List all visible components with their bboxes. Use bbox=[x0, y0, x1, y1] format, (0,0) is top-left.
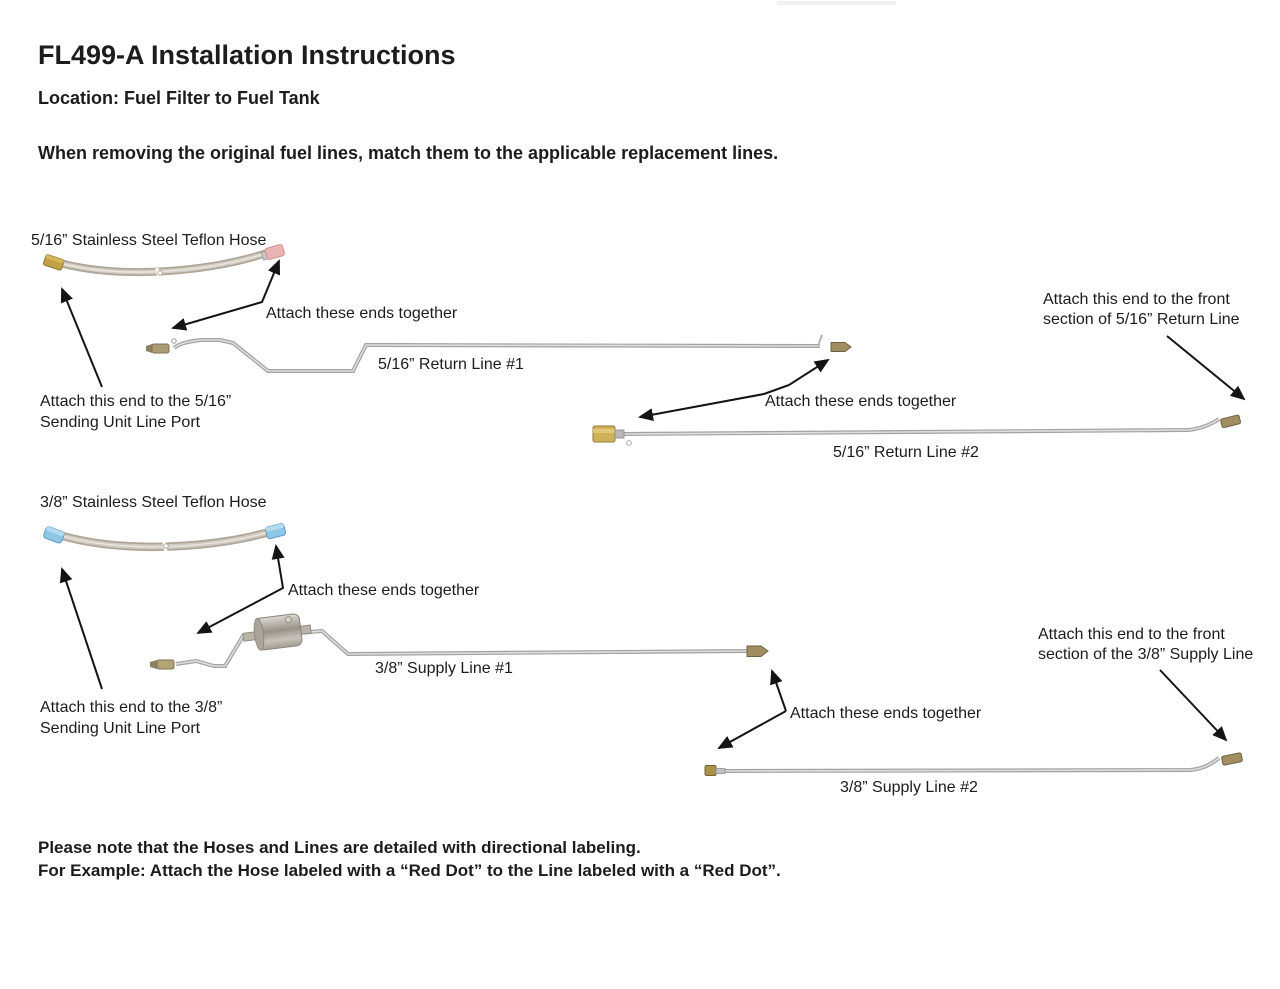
hose-516-gap-ring bbox=[157, 270, 163, 276]
return-line-2-brass-highlight bbox=[593, 429, 615, 433]
return-line-2-nub bbox=[614, 429, 625, 439]
attach-front-38-line1: Attach this end to the front bbox=[1038, 626, 1225, 643]
note-line-2: For Example: Attach the Hose labeled wit… bbox=[38, 861, 781, 880]
attach-sending-516-line2: Sending Unit Line Port bbox=[40, 414, 201, 431]
arrow-front-38 bbox=[1159, 669, 1228, 742]
hose-38-label: 3/8” Stainless Steel Teflon Hose bbox=[40, 494, 267, 511]
return-line-1-label: 5/16” Return Line #1 bbox=[378, 356, 524, 373]
supply-line-1-left-tip bbox=[150, 660, 157, 669]
attach-ends-hose-38-label: Attach these ends together bbox=[288, 582, 480, 599]
supply-line-1-right-fitting bbox=[746, 645, 769, 657]
attach-front-516-label: Attach this end to the front section of … bbox=[1043, 290, 1240, 330]
hose-38-blue-fitting-right bbox=[264, 523, 287, 540]
supply-line-1-label: 3/8” Supply Line #1 bbox=[375, 660, 513, 677]
return-line-1-left-fitting bbox=[151, 343, 170, 354]
attach-front-516-line1: Attach this end to the front bbox=[1043, 291, 1230, 308]
hose-38-blue-fitting-left bbox=[43, 526, 65, 544]
return-line-2-label: 5/16” Return Line #2 bbox=[833, 444, 979, 461]
supply-line-2-label: 3/8” Supply Line #2 bbox=[840, 779, 978, 796]
attach-front-38-label: Attach this end to the front section of … bbox=[1038, 625, 1253, 665]
attach-sending-38-line2: Sending Unit Line Port bbox=[40, 720, 201, 737]
attach-front-38-line2: section of the 3/8” Supply Line bbox=[1038, 646, 1254, 663]
return-line-1-left-tip bbox=[146, 344, 152, 353]
attach-sending-516-line1: Attach this end to the 5/16” bbox=[40, 393, 232, 410]
supply-line-2-right-fitting bbox=[1221, 752, 1243, 766]
hose-516-label: 5/16” Stainless Steel Teflon Hose bbox=[31, 232, 267, 249]
intro-line: When removing the original fuel lines, m… bbox=[38, 143, 779, 163]
arrow-attach-ends-lines-38-up bbox=[770, 669, 787, 712]
return-line-2-brass-fitting bbox=[592, 425, 616, 443]
arrow-attach-ends-lines-516-down bbox=[638, 384, 790, 422]
supply-line-2-left-fitting bbox=[704, 765, 717, 776]
return-line-1-washer bbox=[171, 338, 177, 344]
attach-sending-516-label: Attach this end to the 5/16” Sending Uni… bbox=[40, 391, 231, 433]
attach-sending-38-line1: Attach this end to the 3/8” bbox=[40, 699, 223, 716]
return-line-1-end-hook bbox=[817, 334, 823, 347]
scan-artifact-bar bbox=[777, 1, 896, 5]
note-line-1: Please note that the Hoses and Lines are… bbox=[38, 838, 641, 857]
hose-516-brass-fitting bbox=[42, 254, 65, 271]
return-line-2-washer bbox=[626, 440, 632, 446]
attach-ends-hose-516-label: Attach these ends together bbox=[266, 305, 458, 322]
supply-line-1-left-fitting bbox=[156, 659, 175, 670]
arrow-attach-ends-hose-516 bbox=[171, 259, 281, 331]
attach-front-516-line2: section of 5/16” Return Line bbox=[1043, 311, 1240, 328]
arrow-attach-ends-lines-516-up bbox=[788, 358, 830, 386]
hose-516-graphic bbox=[42, 244, 285, 281]
return-line-2-right-fitting bbox=[1220, 414, 1241, 429]
arrow-sending-38 bbox=[59, 567, 103, 690]
attach-sending-38-label: Attach this end to the 3/8” Sending Unit… bbox=[40, 697, 222, 739]
arrow-front-516 bbox=[1166, 335, 1246, 401]
return-line-2-graphic bbox=[592, 414, 1241, 446]
supply-line-2-nub bbox=[715, 768, 726, 774]
location-line: Location: Fuel Filter to Fuel Tank bbox=[38, 88, 320, 108]
arrow-attach-ends-hose-38 bbox=[196, 544, 285, 634]
return-line-1-right-fitting bbox=[830, 342, 852, 352]
supply-line-2-graphic bbox=[704, 752, 1243, 776]
attach-ends-lines-516-label: Attach these ends together bbox=[765, 393, 957, 410]
hose-38-gap-ring bbox=[163, 543, 169, 549]
hose-38-graphic bbox=[43, 523, 287, 554]
return-line-1-graphic bbox=[146, 334, 852, 373]
arrow-attach-ends-lines-38-down bbox=[717, 710, 787, 749]
attach-ends-lines-38-label: Attach these ends together bbox=[790, 705, 982, 722]
page-title: FL499-A Installation Instructions bbox=[38, 40, 456, 70]
arrow-sending-516 bbox=[60, 287, 103, 388]
fuel-filter-graphic bbox=[242, 613, 312, 651]
annotation-arrows bbox=[59, 259, 1246, 749]
